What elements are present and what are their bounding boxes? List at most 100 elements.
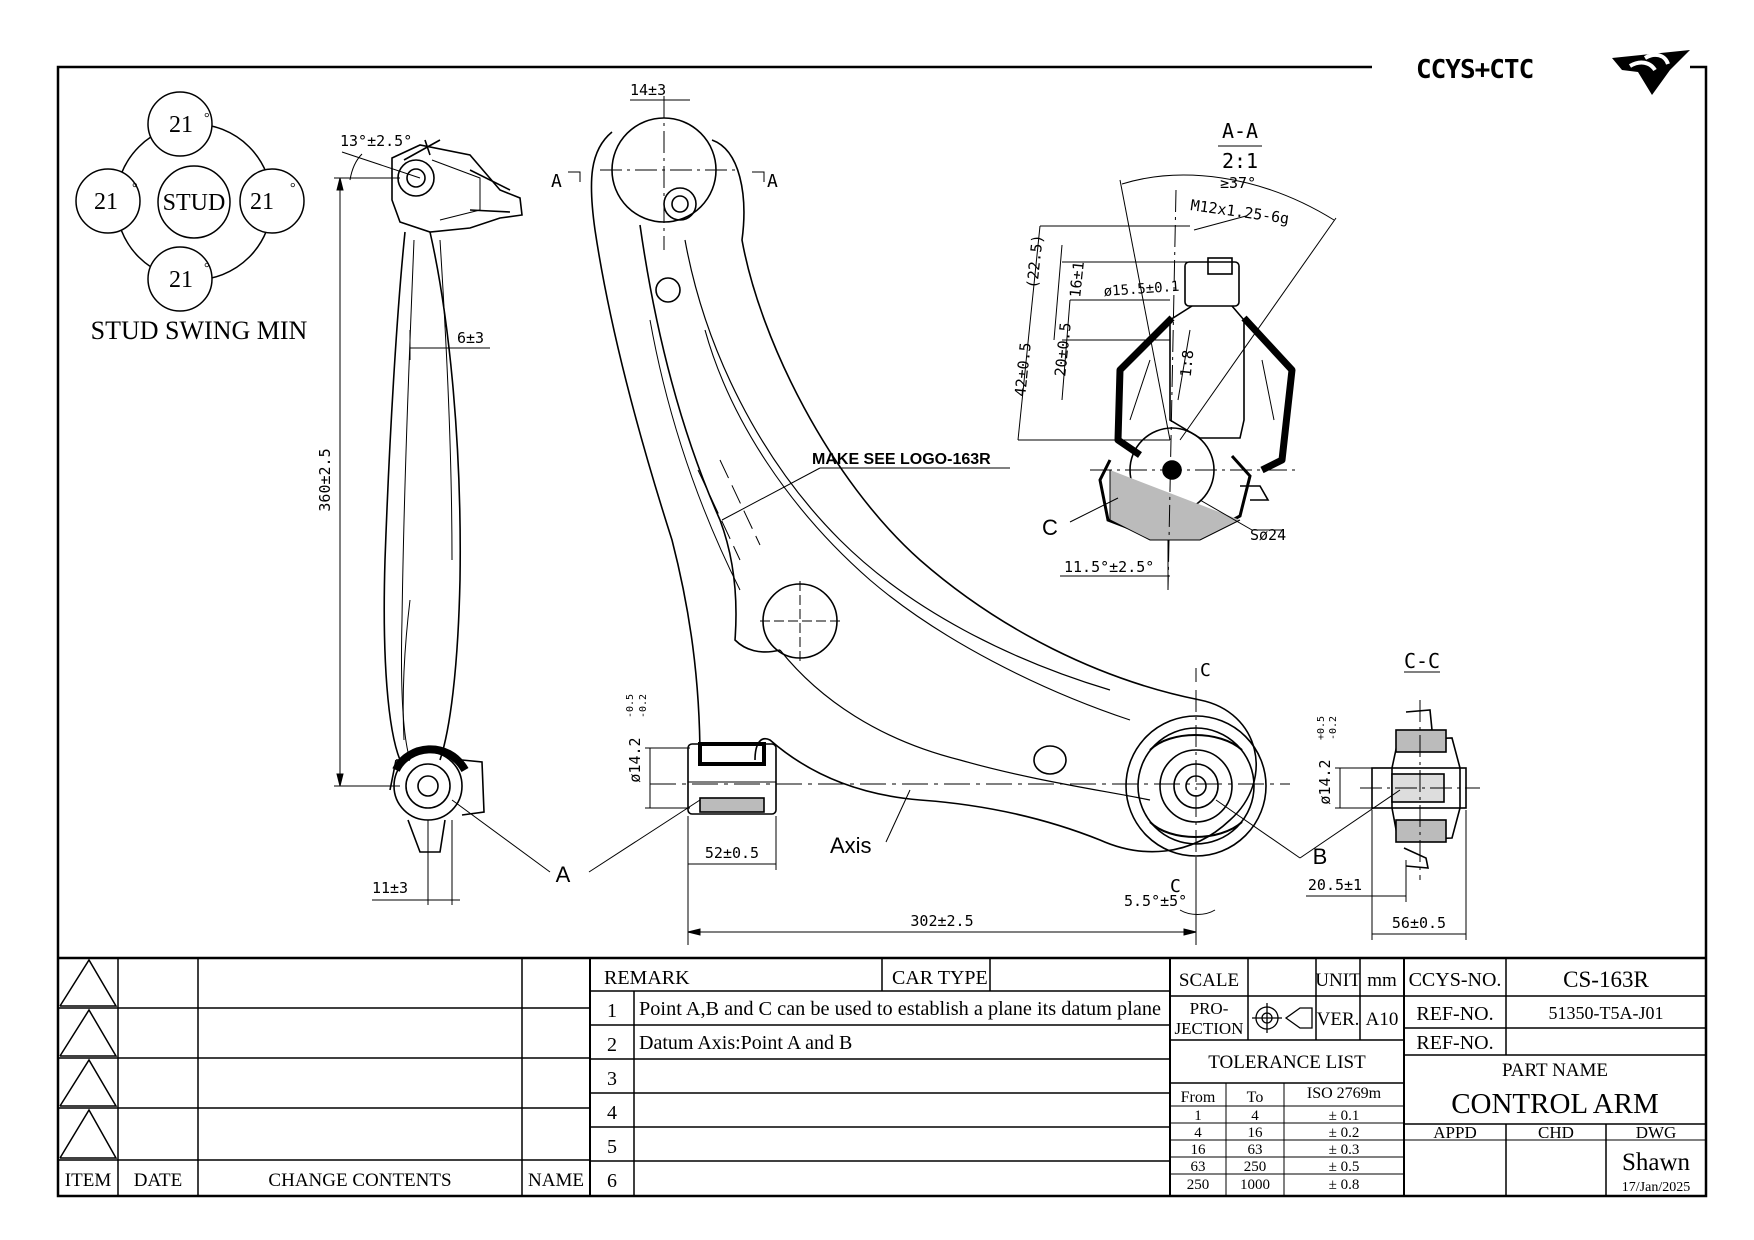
dim-15-5: ø15.5±0.1 [1103,279,1180,300]
section-cc-dimensions [1299,671,1467,940]
stud-swing-labels: STUD 21 21 21 21 ° ° ° ° STUD SWING MIN [91,111,308,345]
tol-upper-c: +0.5 [1316,716,1327,740]
remark-no-6: 6 [607,1170,617,1192]
dim-360: 360±2.5 [316,448,334,511]
ccys-no-label: CCYS-NO. [1409,969,1502,991]
appd-label: APPD [1433,1123,1476,1142]
point-c-label: C [1042,515,1058,540]
drawing-date: 17/Jan/2025 [1622,1180,1690,1195]
logo-text: CCYS+CTC [1416,55,1533,85]
callout-labels: A B C Axis MAKE SEE LOGO-163R [556,451,1328,887]
section-aa-title: A-A [1222,119,1258,143]
main-view-dimensions [568,96,1301,945]
ref-no-label-1: REF-NO. [1416,1003,1493,1025]
dim-22-5: (22.5) [1023,234,1047,290]
degree-mark-top: ° [204,111,210,126]
degree-mark-bottom: ° [204,261,210,276]
tol-row-4-val: ± 0.5 [1329,1159,1360,1175]
section-a-left: A [551,171,562,192]
remark-texts: REMARK CAR TYPE 1 Point A,B and C can be… [604,967,1161,1192]
ver-label: VER. [1317,1009,1360,1030]
tol-row-1-val: ± 0.1 [1329,1108,1360,1124]
dim-13-angle: 13°±2.5° [340,132,412,150]
point-a-label: A [556,862,571,887]
rev-header-change: CHANGE CONTENTS [268,1170,451,1191]
chd-label: CHD [1538,1123,1574,1142]
remark-no-3: 3 [607,1068,617,1090]
title-block-texts: CCYS-NO. CS-163R REF-NO. 51350-T5A-J01 R… [1409,967,1691,1195]
remark-table [590,958,1171,1196]
degree-mark-right: ° [290,181,296,196]
dim-42: 42±0.5 [1011,342,1035,398]
section-cc-labels: C-C ø14.2 +0.5 -0.2 20.5±1 56±0.5 [1308,649,1446,932]
stud-swing-caption: STUD SWING MIN [91,316,308,345]
remark-no-4: 4 [607,1102,617,1124]
tol-row-3-val: ± 0.3 [1329,1142,1360,1158]
ver-value: A10 [1366,1009,1399,1030]
dim-11: 11±3 [372,879,408,897]
dim-14: 14±3 [630,81,666,99]
dim-thread: M12x1.25-6g [1189,196,1290,228]
dim-sphere: Sø24 [1250,526,1286,544]
section-aa-view [1090,189,1300,591]
section-c-bottom: C [1170,876,1181,897]
dim-56: 56±0.5 [1392,914,1446,932]
tol-row-1-from: 1 [1194,1108,1202,1124]
remark-no-1: 1 [607,1000,617,1022]
dim-taper: 1:8 [1177,349,1198,378]
tol-header-to: To [1247,1089,1264,1106]
unit-value: mm [1367,970,1397,991]
rev-header-item: ITEM [65,1170,112,1191]
swing-value-right: 21 [250,189,274,215]
dim-20-5: 20.5±1 [1308,876,1362,894]
spec-table [1170,958,1405,1196]
dim-20: 20±0.5 [1051,322,1075,378]
side-view-dimensions [334,151,551,905]
logo-note: MAKE SEE LOGO-163R [812,451,991,468]
tol-row-5-val: ± 0.8 [1329,1177,1360,1193]
dim-14-2-c: ø14.2 [1316,759,1334,804]
tol-header-from: From [1181,1089,1216,1106]
part-name: CONTROL ARM [1451,1088,1659,1120]
main-view-labels: 14±3 A A ø14.2 -0.5 -0.2 52±0.5 302±2.5 … [551,81,1211,930]
stud-swing-diagram [75,91,305,312]
point-b-label: B [1313,844,1328,869]
rev-header-name: NAME [528,1170,584,1191]
drawing-border [56,65,1708,1198]
dim-302: 302±2.5 [910,912,973,930]
remark-no-2: 2 [607,1034,617,1056]
section-cc-title: C-C [1404,649,1440,673]
revision-header: ITEM DATE CHANGE CONTENTS NAME [65,1170,584,1191]
dwg-label: DWG [1636,1123,1677,1142]
ref-no-value-1: 51350-T5A-J01 [1549,1003,1664,1023]
tolerance-title: TOLERANCE LIST [1208,1052,1366,1073]
scale-label: SCALE [1179,970,1239,991]
swing-value-top: 21 [169,112,193,138]
tol-row-5-to: 1000 [1240,1177,1270,1193]
dim-6: 6±3 [457,329,484,347]
tolerance-rows: 1 4 ± 0.1 4 16 ± 0.2 16 63 ± 0.3 63 250 … [1187,1108,1360,1193]
section-a-right: A [767,171,778,192]
side-view-labels: 13°±2.5° 6±3 360±2.5 11±3 [316,132,484,897]
tol-row-4-from: 63 [1191,1159,1206,1175]
dim-16: 16±1 [1066,261,1088,299]
section-cc-view [1360,700,1480,880]
logo-emblem-icon [1612,50,1690,95]
tol-lower-c: -0.2 [1328,716,1339,740]
side-view-arm [383,139,523,853]
ccys-no-value: CS-163R [1563,967,1649,992]
tol-row-4-to: 250 [1244,1159,1267,1175]
remark-text-2: Datum Axis:Point A and B [639,1032,852,1054]
section-aa-scale: 2:1 [1222,149,1258,173]
dim-11-5-angle: 11.5°±2.5° [1064,558,1154,576]
rev-header-date: DATE [134,1170,183,1191]
swing-value-left: 21 [94,189,118,215]
projection-label-1: PRO- [1190,999,1229,1018]
remark-no-5: 5 [607,1136,617,1158]
tol-lower-a: -0.2 [638,694,649,718]
degree-mark-left: ° [132,181,138,196]
stud-label: STUD [163,190,226,216]
ref-no-label-2: REF-NO. [1416,1032,1493,1054]
drawer-name: Shawn [1622,1149,1691,1176]
